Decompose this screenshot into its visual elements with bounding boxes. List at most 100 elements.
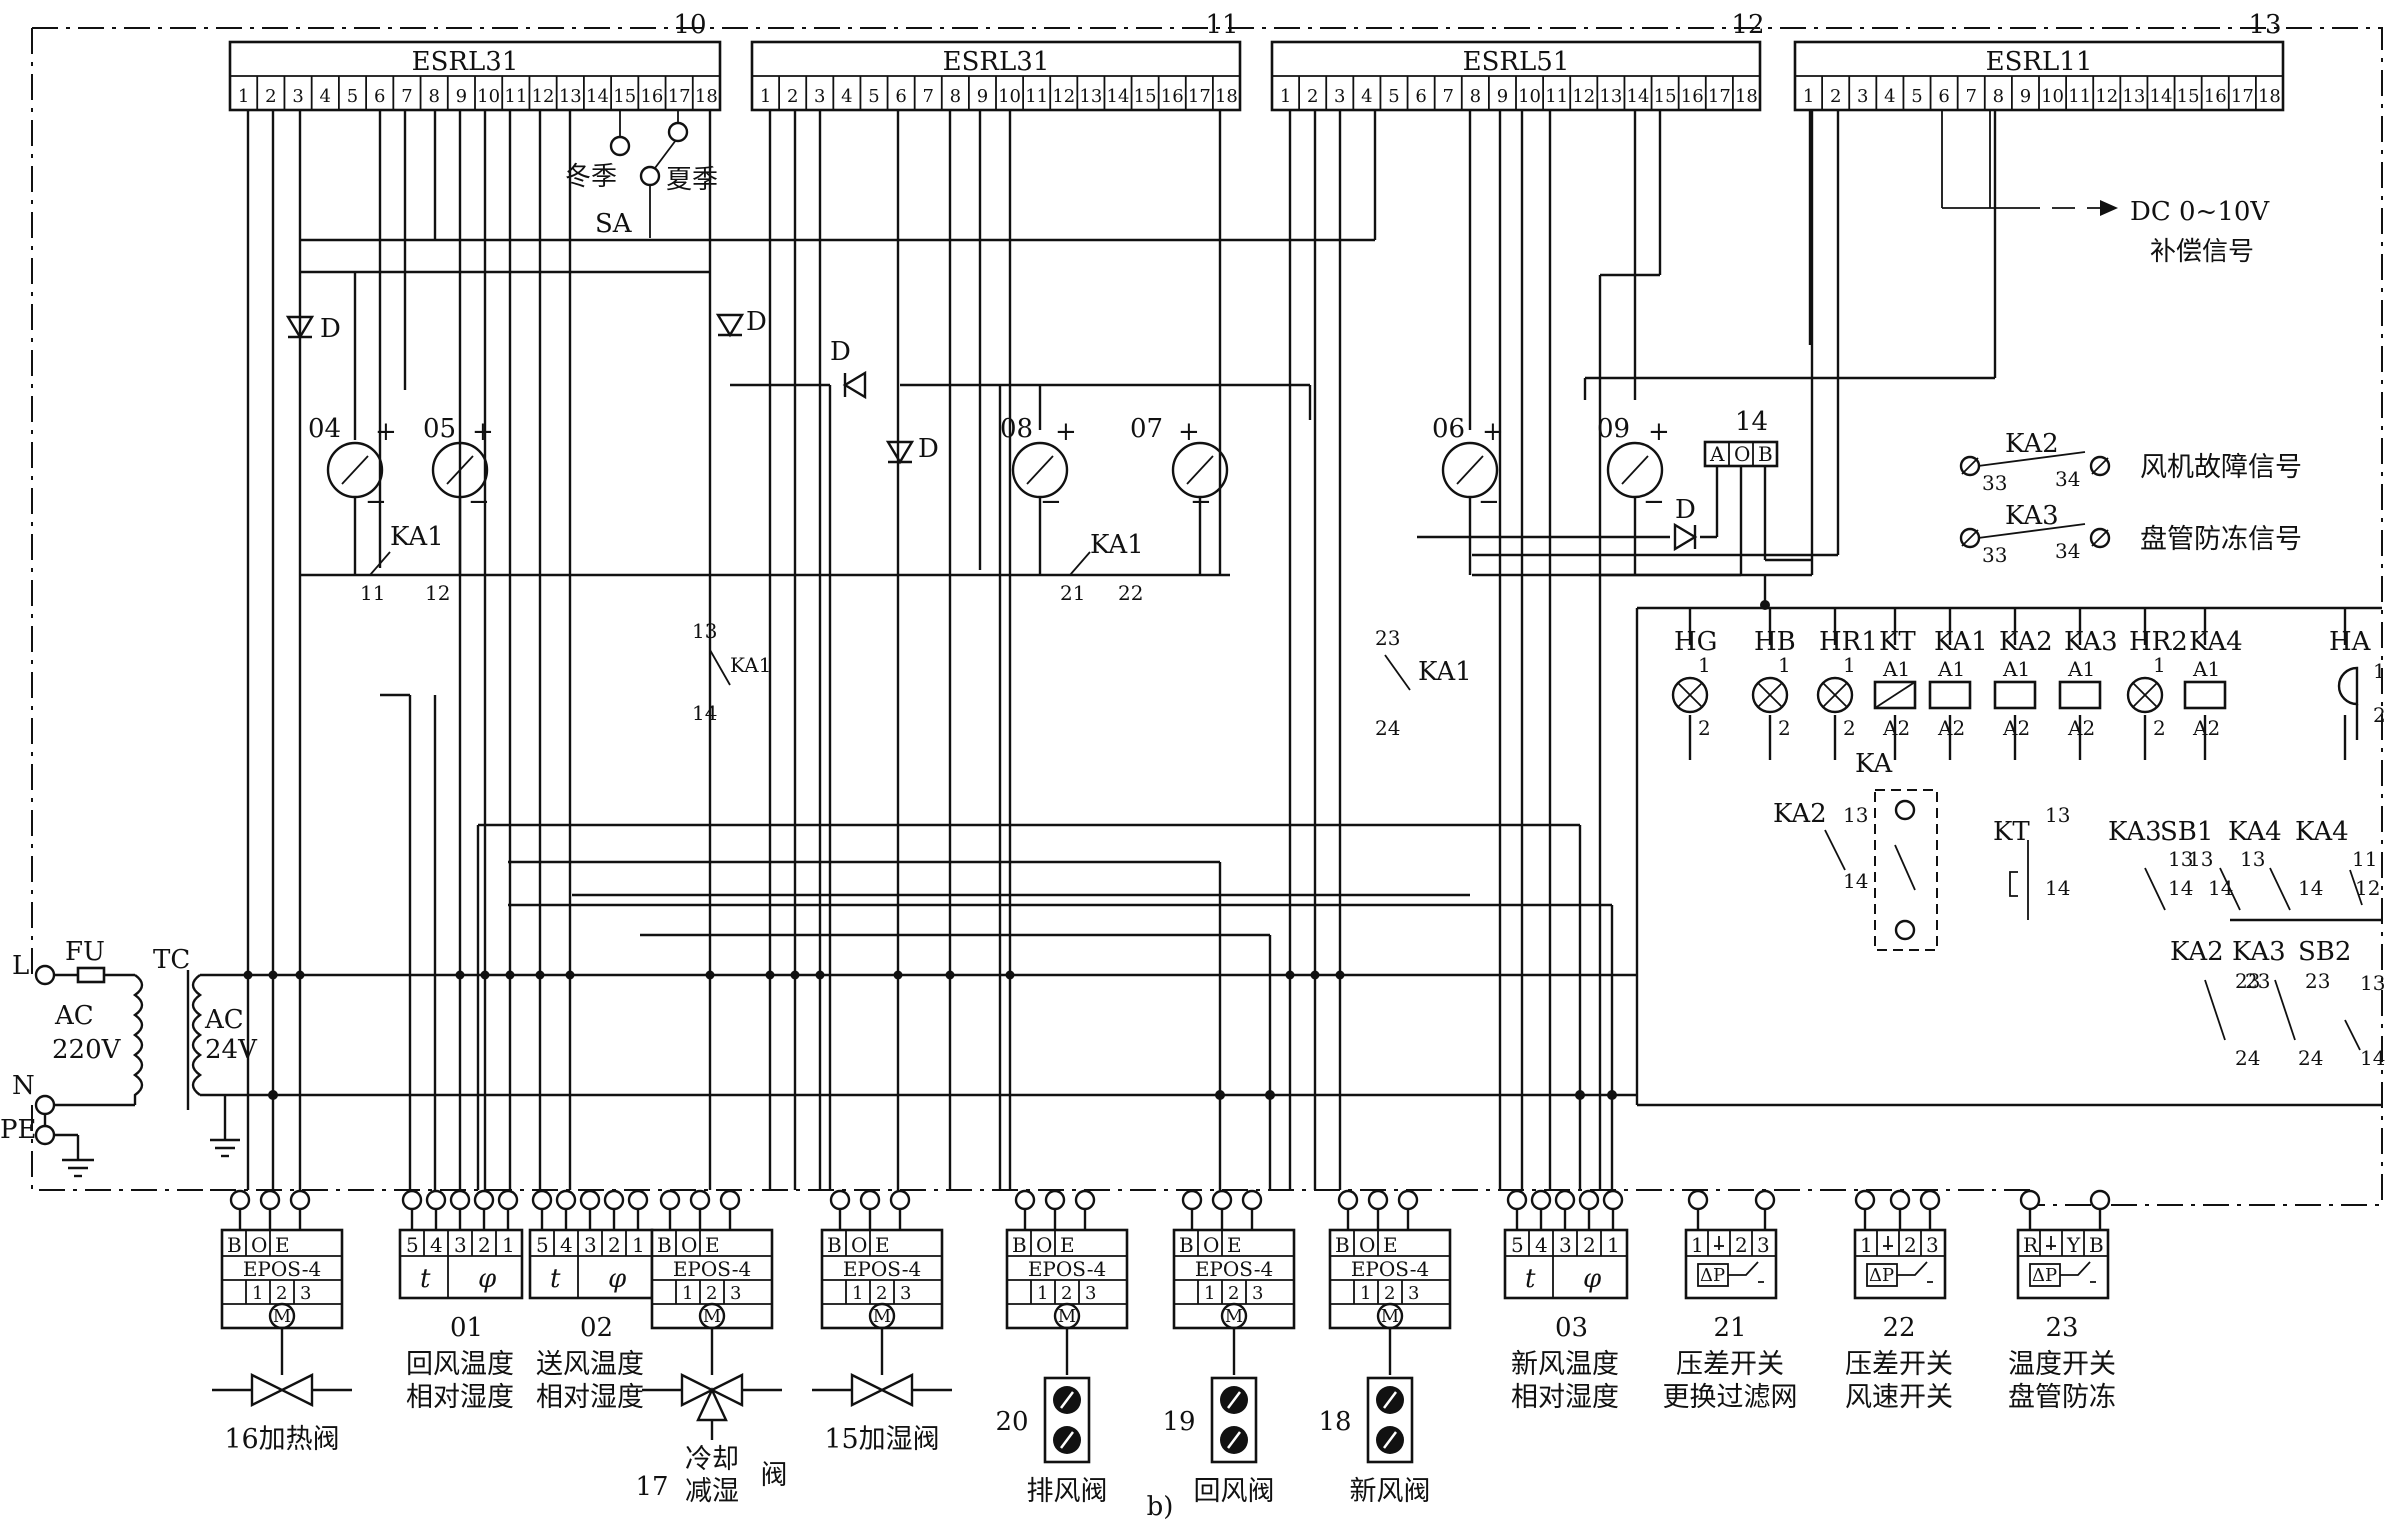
- meter-id: 08: [1000, 414, 1033, 444]
- svg-text:−: −: [1040, 487, 1062, 517]
- sensor-caption-line1: 新风温度: [1511, 1349, 1619, 1380]
- pin-4: 4: [1535, 1233, 1548, 1257]
- humidity-symbol: φ: [608, 1264, 627, 1294]
- device-caption-line1: 冷却: [685, 1444, 739, 1475]
- svg-text:−: −: [468, 487, 490, 517]
- device-caption: 新风阀: [1350, 1476, 1431, 1507]
- coil-freeze-label: 盘管防冻信号: [2140, 524, 2302, 555]
- pin-2: 2: [1583, 1233, 1596, 1257]
- contact-23: 23: [1375, 626, 1400, 650]
- diode-label: D: [918, 434, 939, 464]
- svg-text:+: +: [1178, 417, 1200, 447]
- switch-caption-line2: 盘管防冻: [2008, 1382, 2116, 1413]
- pin-11: 11: [2352, 847, 2377, 871]
- device-caption-suffix: 阀: [761, 1460, 788, 1491]
- term-2: 2: [1228, 1283, 1239, 1304]
- pin-1: 1: [1843, 653, 1856, 677]
- pin-14: 14: [1843, 869, 1868, 893]
- compensation-line1: DC 0~10V: [2130, 197, 2270, 227]
- control-panel: HG12HB12HR112KTA1A2KA1A1A2KA2A1A2KA3A1A2…: [1635, 575, 2386, 1107]
- diode-label: D: [1675, 495, 1696, 525]
- pin-34: 34: [2055, 467, 2080, 491]
- terminal-number: 2: [1307, 86, 1318, 107]
- terminal-number: 11: [2068, 86, 2091, 107]
- switch-pin: 1: [1691, 1233, 1704, 1257]
- pin-2: 2: [1843, 716, 1856, 740]
- controller-id: 10: [673, 10, 706, 40]
- diode: [1673, 522, 1698, 552]
- terminal-number: 6: [895, 86, 906, 107]
- actuator-model: EPOS-4: [243, 1257, 321, 1281]
- block-id: 14: [1735, 407, 1768, 437]
- pin-33: 33: [1982, 543, 2007, 567]
- terminal-number: 11: [1025, 86, 1048, 107]
- pin-1: 1: [1698, 653, 1711, 677]
- contact-14: 14: [692, 701, 717, 725]
- terminal-number: 10: [1518, 86, 1541, 107]
- diode-label: D: [320, 314, 341, 344]
- device-label: HR2: [2129, 627, 2188, 657]
- pin-o: O: [681, 1233, 697, 1257]
- pin-e: E: [705, 1233, 720, 1257]
- terminal-number: 9: [977, 86, 988, 107]
- svg-text:+: +: [1055, 417, 1077, 447]
- ka3-label: KA3: [2108, 817, 2162, 847]
- switch-caption-line2: 更换过滤网: [1663, 1382, 1798, 1413]
- term-2: 2: [876, 1283, 887, 1304]
- pin-b: B: [1179, 1233, 1194, 1257]
- term-1: 1: [1360, 1283, 1371, 1304]
- power-supply: L FU AC 220V N PE TC AC 24V: [0, 937, 258, 1178]
- switch-caption-line1: 压差开关: [1676, 1349, 1784, 1380]
- terminal-number: 18: [1735, 86, 1758, 107]
- l-label: L: [12, 951, 29, 981]
- pin-34: 34: [2055, 539, 2080, 563]
- terminal-number: 13: [1079, 86, 1102, 107]
- term-3: 3: [1408, 1283, 1419, 1304]
- meter-id: 04: [308, 414, 341, 444]
- pin-13: 13: [2188, 847, 2213, 871]
- terminal-number: 13: [559, 86, 582, 107]
- pin-1: 1: [2153, 653, 2166, 677]
- temperature-symbol: t: [420, 1264, 431, 1294]
- switch-id: 21: [1713, 1313, 1746, 1343]
- ka-label: KA: [1855, 749, 1893, 779]
- ac-primary-1: AC: [54, 1001, 94, 1031]
- pin-13: 13: [2240, 847, 2265, 871]
- terminal-number: 17: [2231, 86, 2254, 107]
- svg-text:+: +: [375, 417, 397, 447]
- switch-pin: 2: [1904, 1233, 1917, 1257]
- pin-a1: A1: [2067, 657, 2095, 681]
- pin-a: A: [1709, 442, 1725, 466]
- terminal-number: 16: [1681, 86, 1704, 107]
- terminal-number: 6: [374, 86, 385, 107]
- meter-08: 08 + −: [1000, 414, 1077, 517]
- pin-a1: A1: [2192, 657, 2220, 681]
- meter-id: 09: [1597, 414, 1630, 444]
- pin-14: 14: [2298, 876, 2323, 900]
- device-caption: 排风阀: [1027, 1476, 1108, 1507]
- diode-label: D: [830, 337, 851, 367]
- terminal-number: 4: [320, 86, 331, 107]
- meter-05: 05 + −: [423, 414, 494, 517]
- pin-14: 14: [2168, 876, 2193, 900]
- term-3: 3: [300, 1283, 311, 1304]
- device-label: HR1: [1819, 627, 1878, 657]
- ka4-label: KA4: [2228, 817, 2282, 847]
- ac-primary-2: 220V: [52, 1035, 122, 1065]
- terminal-number: 1: [1280, 86, 1291, 107]
- meter-09: 09 + −: [1597, 414, 1670, 517]
- diode: [842, 370, 867, 400]
- pin-2: 2: [1778, 716, 1791, 740]
- damper-id: 18: [1318, 1407, 1351, 1437]
- term-1: 1: [1037, 1283, 1048, 1304]
- sensor-caption-line2: 相对湿度: [536, 1382, 644, 1413]
